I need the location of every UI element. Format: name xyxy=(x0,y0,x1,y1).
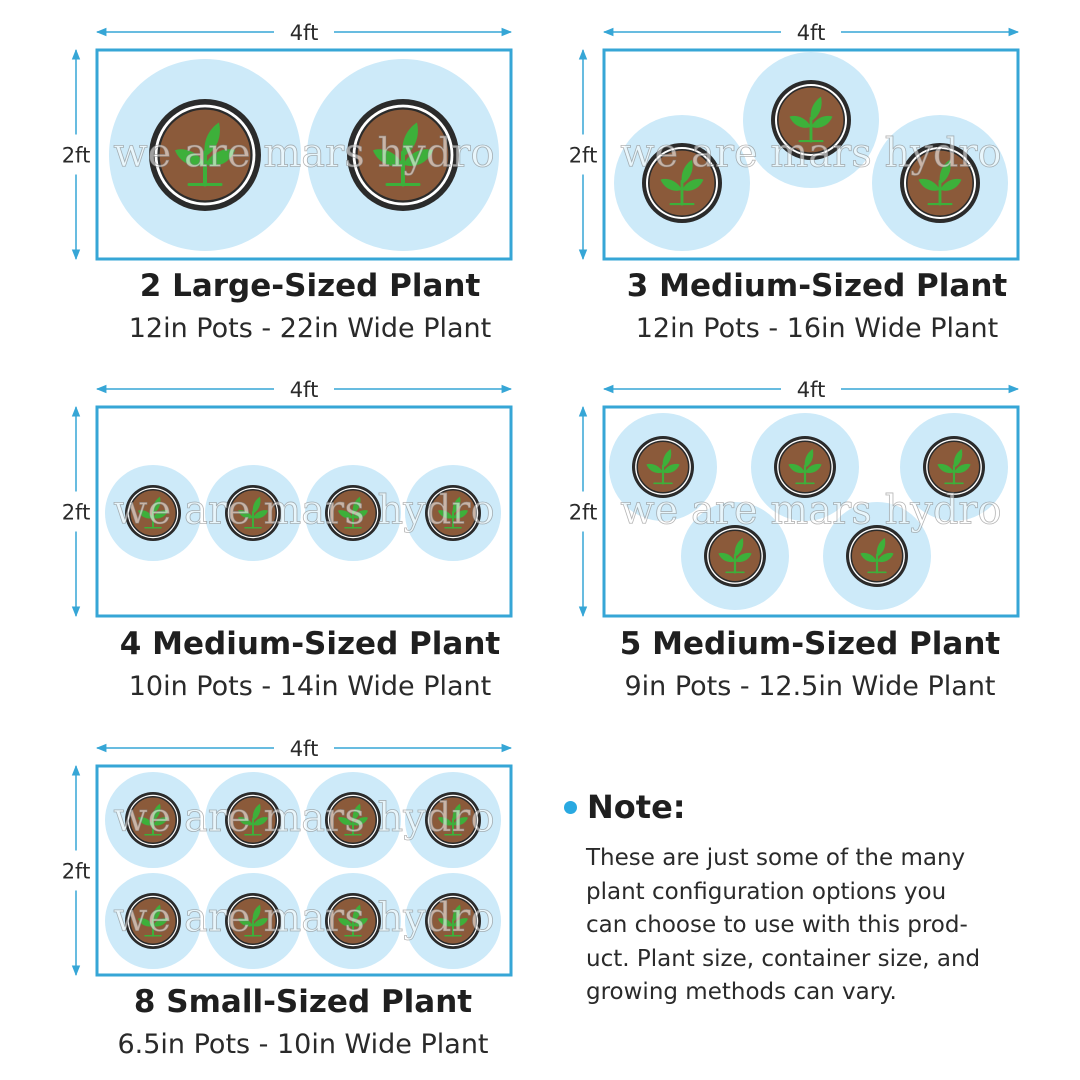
plant xyxy=(609,413,717,521)
panel-title: 2 Large-Sized Plant xyxy=(139,268,481,304)
width-label: 4ft xyxy=(797,378,826,402)
grow-tent-frame xyxy=(95,764,513,977)
plant-group xyxy=(105,465,501,561)
panel-title: 3 Medium-Sized Plant xyxy=(626,268,1008,304)
plant xyxy=(900,413,1008,521)
watermark: we are mars hydro xyxy=(113,795,494,841)
plant xyxy=(205,772,301,868)
watermark: we are mars hydro xyxy=(620,131,1001,177)
panel-title: 8 Small-Sized Plant xyxy=(133,984,473,1020)
plant xyxy=(305,772,401,868)
note-heading: Note: xyxy=(564,788,686,826)
height-label: 2ft xyxy=(569,144,598,168)
width-label: 4ft xyxy=(290,737,319,761)
height-label: 2ft xyxy=(62,860,91,884)
plant xyxy=(823,502,931,610)
panel-subtitle: 12in Pots - 22in Wide Plant xyxy=(128,313,492,344)
plant xyxy=(751,413,859,521)
panel-subtitle: 12in Pots - 16in Wide Plant xyxy=(635,313,999,344)
plant xyxy=(109,59,301,251)
panel-subtitle: 6.5in Pots - 10in Wide Plant xyxy=(117,1029,489,1060)
plant xyxy=(405,772,501,868)
panel-title: 4 Medium-Sized Plant xyxy=(119,626,501,662)
plant xyxy=(405,873,501,969)
layout-panel: 4ft 2ft we are mars hydro xyxy=(569,378,1020,618)
panel-title: 5 Medium-Sized Plant xyxy=(619,626,1001,662)
layout-panel: 4ft 2ft we are mars hydro xyxy=(62,21,513,261)
layout-panel: 4ft 2ft we are mars hydro we are mars hydro xyxy=(62,737,513,977)
plant-group xyxy=(105,772,501,969)
note-line: can choose to use with this prod- xyxy=(586,912,968,938)
note-heading-text: Note: xyxy=(587,788,686,826)
plant-group xyxy=(109,59,499,251)
width-label: 4ft xyxy=(290,378,319,402)
note-line: growing methods can vary. xyxy=(586,979,897,1005)
height-label: 2ft xyxy=(62,501,91,525)
layout-panel: 4ft 2ft we are mars hydro xyxy=(569,21,1020,261)
grow-tent-frame xyxy=(602,405,1020,618)
watermark: we are mars hydro xyxy=(620,488,1001,534)
bullet-dot-icon xyxy=(564,800,577,814)
plant-group xyxy=(609,413,1008,610)
plant xyxy=(305,465,401,561)
width-label: 4ft xyxy=(797,21,826,45)
plant xyxy=(614,115,750,251)
plant xyxy=(205,465,301,561)
watermark: we are mars hydro xyxy=(113,488,494,534)
plant xyxy=(307,59,499,251)
plant xyxy=(105,772,201,868)
height-label: 2ft xyxy=(569,501,598,525)
plant xyxy=(105,873,201,969)
plant xyxy=(305,873,401,969)
note-body: These are just some of the many plant co… xyxy=(586,842,1046,1010)
panel-subtitle: 10in Pots - 14in Wide Plant xyxy=(128,671,492,702)
grow-tent-frame xyxy=(95,405,513,618)
grow-tent-frame xyxy=(95,48,513,261)
watermark: we are mars hydro xyxy=(113,131,494,177)
plant xyxy=(743,52,879,188)
note-line: uct. Plant size, container size, and xyxy=(586,945,981,972)
plant xyxy=(405,465,501,561)
plant xyxy=(681,502,789,610)
grow-tent-frame xyxy=(602,48,1020,261)
plant xyxy=(205,873,301,969)
note-line: These are just some of the many xyxy=(586,845,966,871)
layout-panel: 4ft 2ft we are mars hydro xyxy=(62,378,513,618)
watermark: we are mars hydro xyxy=(113,895,494,941)
plant xyxy=(872,115,1008,251)
width-label: 4ft xyxy=(290,21,319,45)
height-label: 2ft xyxy=(62,144,91,168)
plant-group xyxy=(614,52,1008,251)
plant xyxy=(105,465,201,561)
panel-subtitle: 9in Pots - 12.5in Wide Plant xyxy=(624,671,996,702)
note-line: plant configuration options you xyxy=(586,878,947,905)
